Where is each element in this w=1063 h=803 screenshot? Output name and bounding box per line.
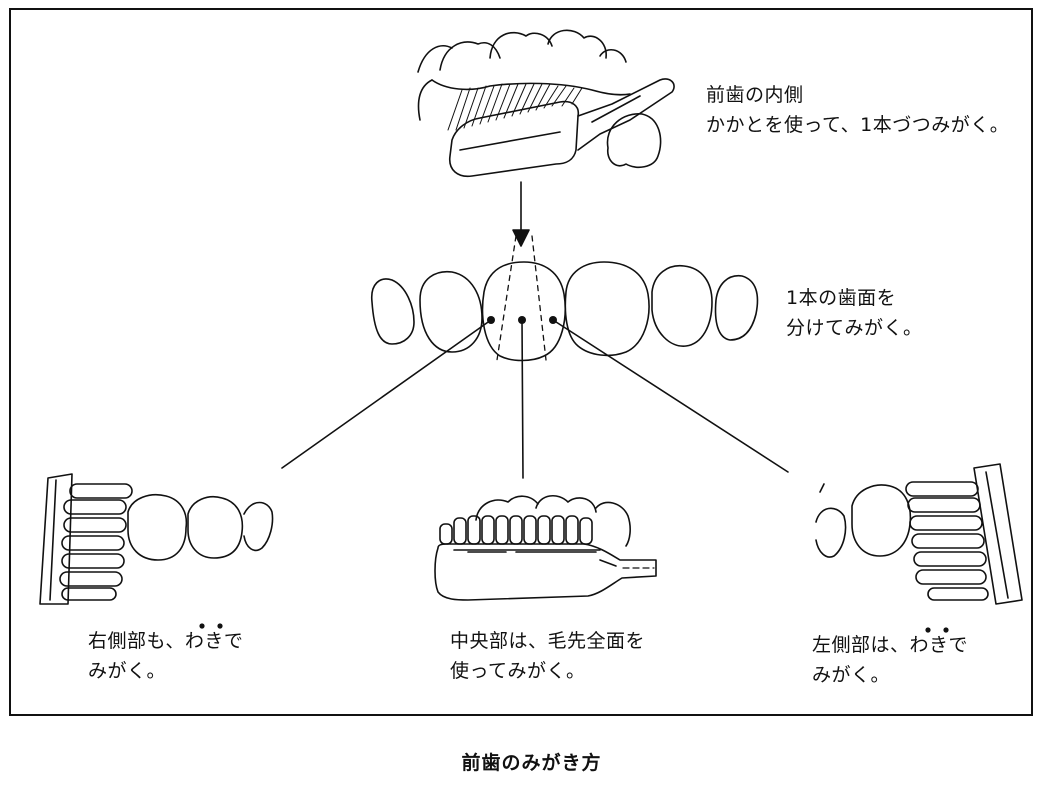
inner-side-label: 前歯の内側 かかとを使って、1本づつみがく。 <box>706 80 1009 140</box>
right-side-brushing <box>39 473 274 605</box>
figure-caption: 前歯のみがき方 <box>461 752 602 774</box>
bristle-rows-left <box>59 483 133 601</box>
left-side-label: 左側部は、わきで みがく。 <box>812 630 968 690</box>
diagram-frame <box>9 8 1033 716</box>
emphasis-dots <box>199 623 949 633</box>
bristle-hatching <box>447 83 583 131</box>
inner-side-label-line2: かかとを使って、1本づつみがく。 <box>706 114 1010 136</box>
left-side-label-line2: みがく。 <box>812 664 891 686</box>
bristle-rows-right <box>905 481 989 601</box>
bristle-tufts-center <box>439 515 593 545</box>
left-side-label-line1: 左側部は、わきで <box>812 634 969 656</box>
divide-surface-label-line1: 1本の歯面を <box>786 287 897 309</box>
inner-side-label-line1: 前歯の内側 <box>706 84 804 106</box>
divide-surface-label-line2: 分けてみがく。 <box>786 317 923 339</box>
divide-surface-label: 1本の歯面を 分けてみがく。 <box>786 283 923 343</box>
front-teeth-arch <box>281 235 789 479</box>
center-label: 中央部は、毛先全面を 使ってみがく。 <box>450 626 645 686</box>
right-side-label-line1: 右側部も、わきで <box>88 630 244 652</box>
right-side-label-line2: みがく。 <box>88 660 167 682</box>
down-arrow <box>512 181 530 247</box>
inner-brushing-illustration <box>417 29 675 178</box>
right-side-label: 右側部も、わきで みがく。 <box>88 626 243 686</box>
center-label-line1: 中央部は、毛先全面を <box>450 630 646 652</box>
center-label-line2: 使ってみがく。 <box>450 660 586 682</box>
center-brushing <box>434 495 657 601</box>
dashed-guides <box>496 235 547 361</box>
left-side-brushing <box>815 463 1023 605</box>
